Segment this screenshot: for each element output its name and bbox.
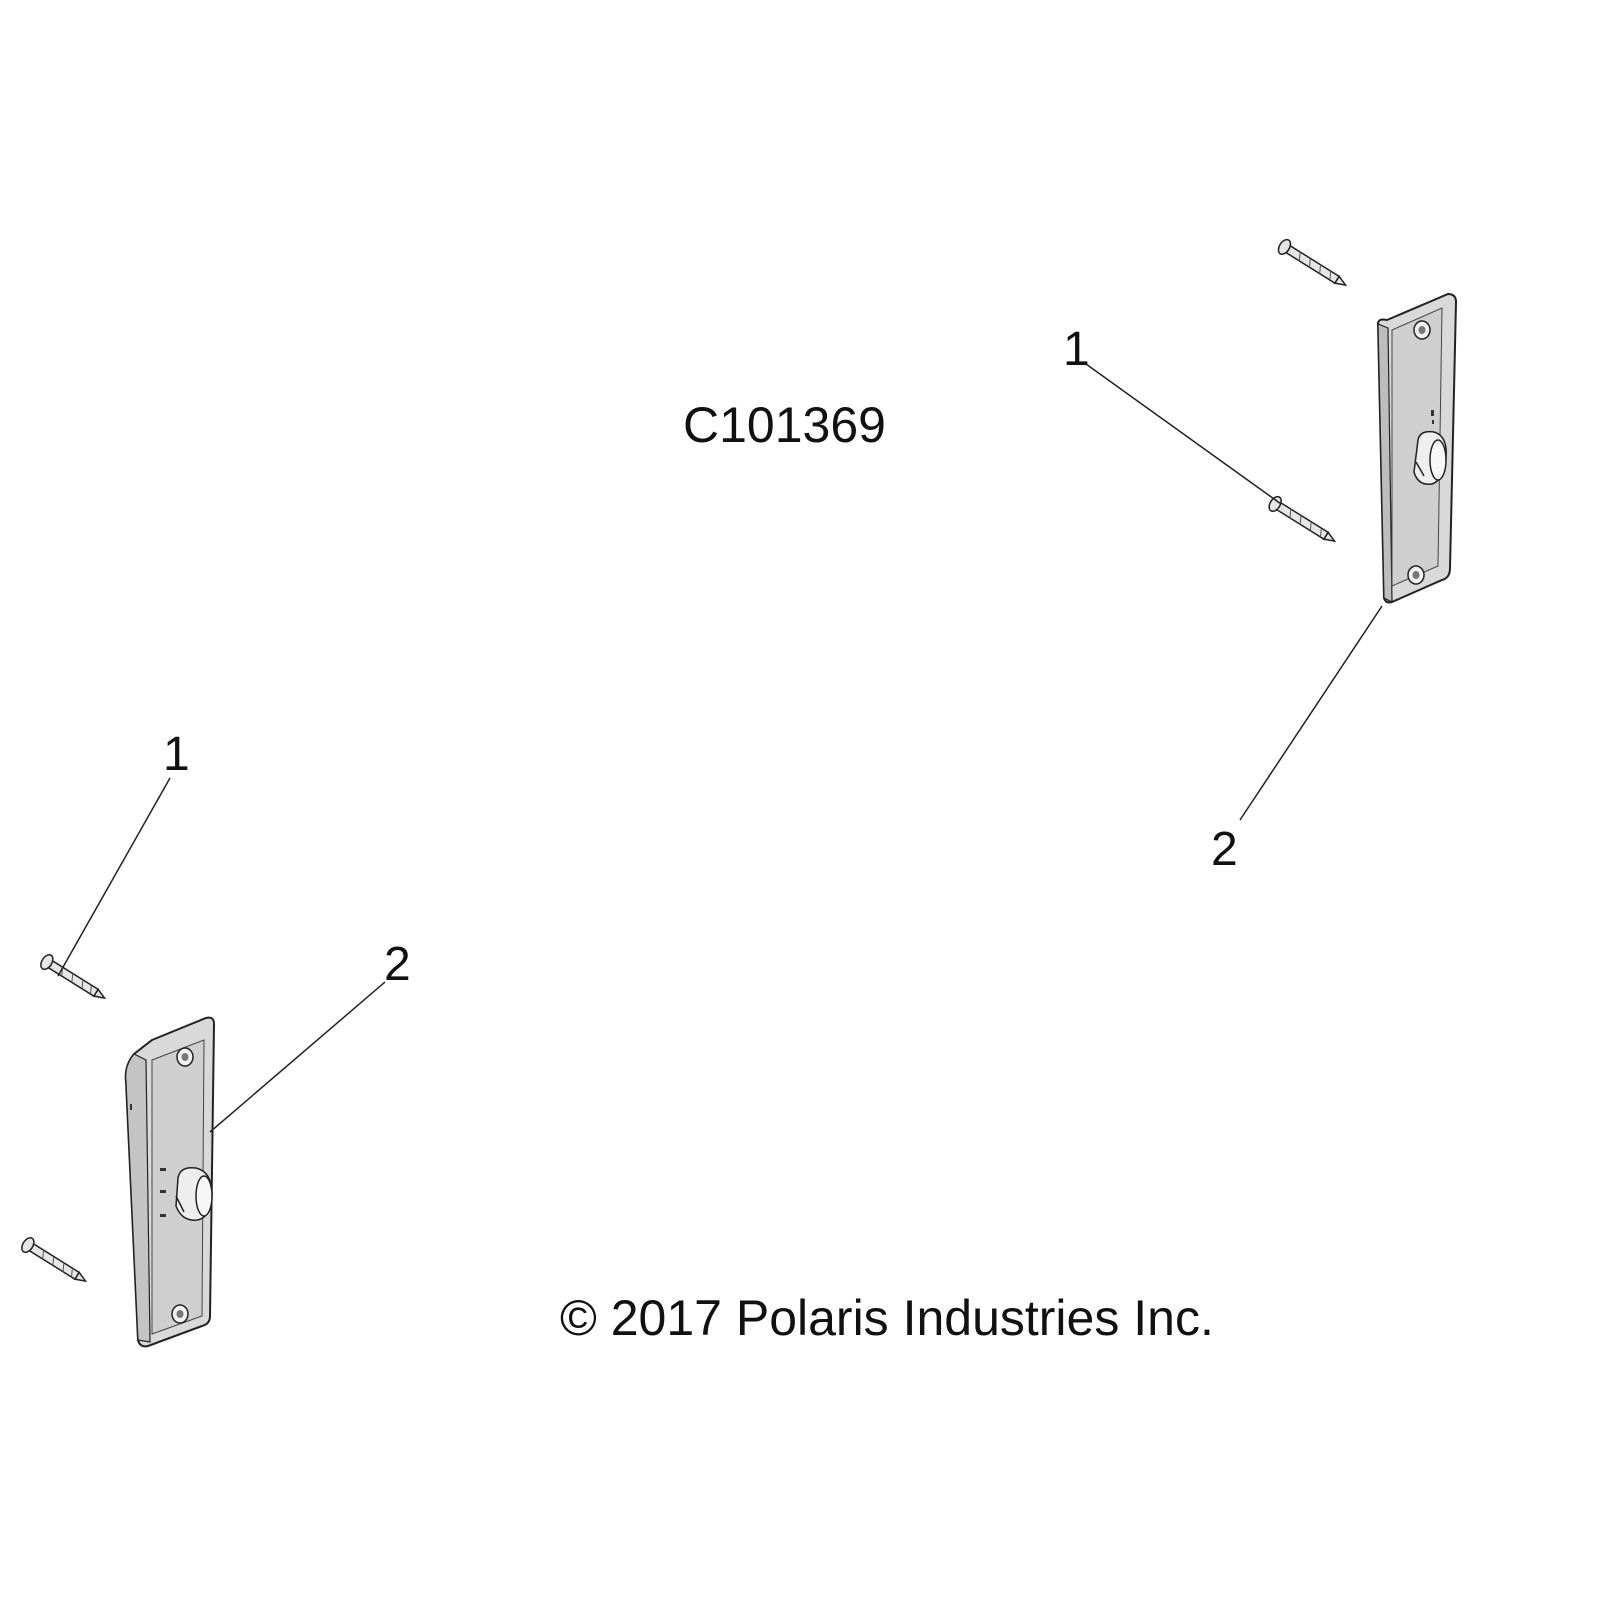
upper-switch-assembly: 1 2: [1063, 238, 1458, 876]
lower-bottom-screw: [21, 1237, 88, 1283]
lower-screw: [40, 954, 107, 1000]
callout-lower-plate: 2: [384, 938, 411, 991]
lower-plate-leader: [209, 981, 386, 1133]
lower-switch-assembly: 1 2: [21, 728, 411, 1348]
callout-lower-screw: 1: [163, 728, 190, 781]
diagram-code: C101369: [683, 397, 886, 453]
lower-screw-leader: [57, 777, 171, 977]
upper-switch-plate: [1376, 292, 1458, 604]
upper-screw-leader: [1085, 363, 1282, 505]
upper-plate-leader: [1239, 605, 1383, 821]
upper-screw: [1268, 495, 1337, 543]
callout-upper-plate: 2: [1211, 823, 1238, 876]
upper-top-screw: [1277, 238, 1348, 287]
lower-switch-plate: [124, 1016, 216, 1348]
callout-upper-screw: 1: [1063, 323, 1090, 376]
copyright-notice: © 2017 Polaris Industries Inc.: [560, 1290, 1214, 1346]
